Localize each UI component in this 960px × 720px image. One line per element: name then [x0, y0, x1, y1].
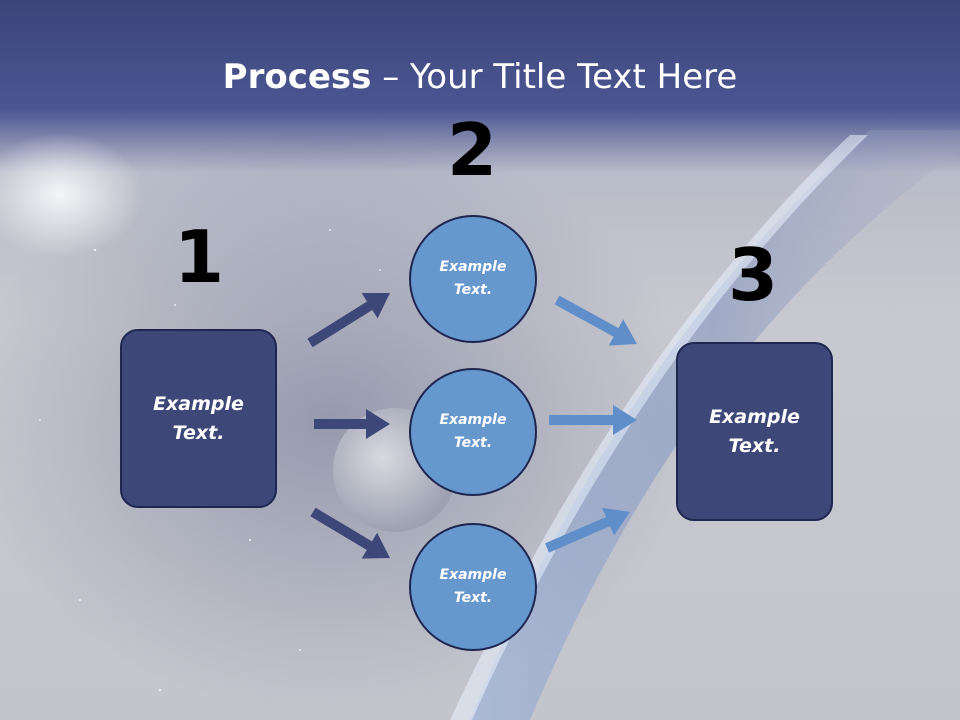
step-2-circle-middle-line1: Example — [439, 412, 507, 428]
arrow-2-top-to-3 — [554, 295, 637, 346]
step-3-box: Example Text. — [676, 342, 833, 521]
step-2-circle-bottom: Example Text. — [409, 523, 537, 651]
step-2-circle-top-line2: Text. — [453, 282, 493, 298]
arrow-2-bottom-to-3 — [545, 507, 630, 553]
step-number-3: 3 — [727, 233, 779, 317]
step-2-circle-top: Example Text. — [409, 215, 537, 343]
step-2-circle-bottom-text: Example Text. — [440, 564, 507, 610]
arrow-1-to-2-middle — [314, 409, 390, 439]
step-2-circle-top-line1: Example — [439, 259, 507, 275]
step-1-box: Example Text. — [120, 329, 277, 508]
step-1-text: Example Text. — [153, 390, 244, 448]
step-2-circle-middle-text: Example Text. — [440, 409, 507, 455]
title-bold-part: Process — [222, 57, 372, 97]
title-rest: Your Title Text Here — [410, 57, 738, 97]
step-2-circle-middle-line2: Text. — [453, 435, 493, 451]
arrow-1-to-2-top — [307, 293, 390, 348]
step-2-circle-middle: Example Text. — [409, 368, 537, 496]
step-1-text-line1: Example — [153, 392, 244, 415]
step-1-text-line2: Text. — [172, 421, 225, 444]
title-separator: – — [371, 57, 411, 97]
step-3-text-line1: Example — [709, 405, 800, 428]
step-number-1: 1 — [173, 215, 225, 299]
slide-title: Process – Your Title Text Here — [0, 52, 960, 102]
step-number-2: 2 — [446, 108, 498, 192]
step-2-circle-top-text: Example Text. — [440, 256, 507, 302]
step-3-text: Example Text. — [709, 403, 800, 461]
arrow-1-to-2-bottom — [310, 507, 390, 559]
step-2-circle-bottom-line1: Example — [439, 567, 507, 583]
step-2-circle-bottom-line2: Text. — [453, 590, 493, 606]
step-3-text-line2: Text. — [728, 434, 781, 457]
arrow-2-middle-to-3 — [549, 405, 637, 435]
